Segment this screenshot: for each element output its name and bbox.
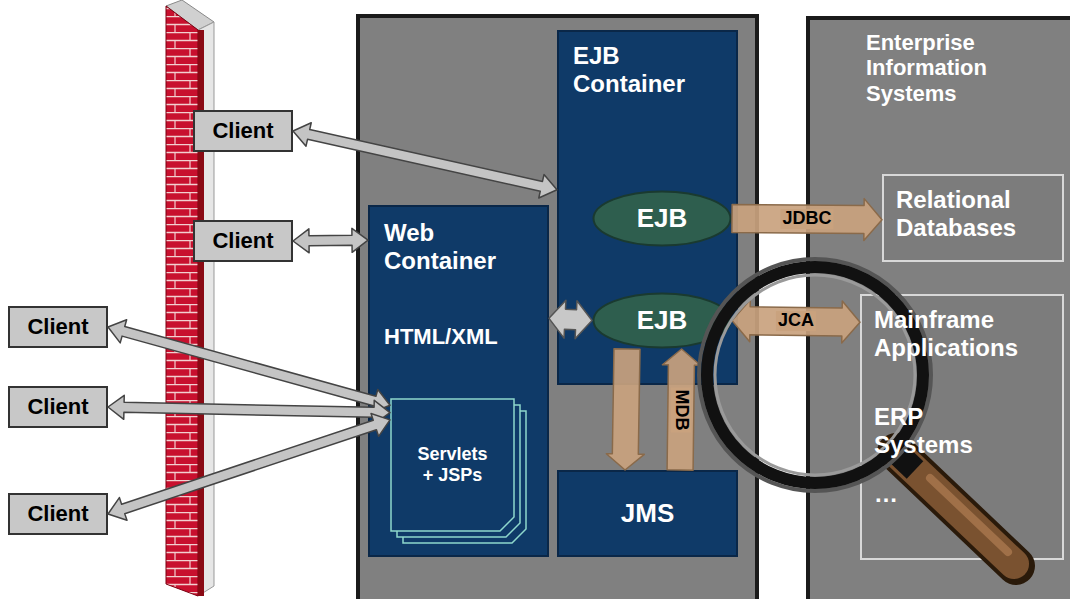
node-title: JMS bbox=[621, 499, 674, 529]
node-title: Client bbox=[27, 501, 88, 526]
oval-shape bbox=[594, 192, 731, 246]
node-title: EJB bbox=[637, 306, 688, 336]
mainframe-box: Mainframe ApplicationsERP Systems … bbox=[860, 294, 1064, 560]
ejb-container: EJB ContainerEJB EJB bbox=[557, 30, 738, 385]
magnifier-ring bbox=[707, 267, 923, 483]
magnifier-handle bbox=[900, 456, 1014, 564]
node-title: Servlets + JSPs bbox=[411, 444, 495, 485]
block-arrow bbox=[108, 414, 390, 521]
client-box: Client bbox=[8, 386, 108, 428]
node-text: ERP Systems bbox=[874, 403, 984, 458]
connector-label: MDB bbox=[671, 387, 691, 432]
oval-shape bbox=[594, 294, 731, 348]
block-arrow bbox=[108, 395, 390, 424]
servlet-pages: Servlets + JSPs bbox=[390, 398, 527, 544]
block-arrow bbox=[732, 199, 882, 241]
node-title: Web Container bbox=[384, 219, 537, 274]
web-container: Web ContainerHTML/XML Servlets + JSPs bbox=[368, 205, 549, 557]
magnifier-ring-inner bbox=[715, 275, 915, 475]
client-box: Client bbox=[8, 306, 108, 348]
client-box: Client bbox=[193, 110, 293, 152]
firewall-face bbox=[166, 6, 198, 596]
connector-label: JDBC bbox=[780, 209, 833, 229]
firewall bbox=[166, 0, 214, 596]
node-title: Enterprise Information Systems bbox=[866, 30, 1044, 106]
block-arrow bbox=[606, 349, 644, 470]
database-box: Relational Databases bbox=[882, 174, 1064, 262]
block-arrow bbox=[662, 349, 700, 470]
client-box: Client bbox=[193, 220, 293, 262]
magnifier-handle-outline bbox=[896, 452, 1016, 566]
block-arrow bbox=[549, 300, 592, 339]
node-text: … bbox=[874, 480, 898, 508]
magnifying-glass bbox=[699, 259, 1016, 566]
page-shape bbox=[391, 399, 514, 531]
node-title: Client bbox=[27, 394, 88, 419]
eis-panel: Enterprise Information SystemsRelational… bbox=[806, 16, 1070, 599]
magnifier-neck bbox=[893, 449, 915, 470]
ejb-oval: EJB bbox=[592, 190, 732, 247]
node-title: Client bbox=[212, 118, 273, 143]
block-arrow bbox=[293, 123, 557, 198]
node-title: Client bbox=[212, 228, 273, 253]
node-title: Client bbox=[27, 314, 88, 339]
client-box: Client bbox=[8, 493, 108, 535]
node-text: HTML/XML bbox=[384, 324, 498, 349]
magnifier-handle-shine bbox=[930, 478, 1008, 552]
magnifier-ring-outer bbox=[699, 259, 931, 491]
jms-box: JMS bbox=[557, 470, 738, 557]
server-panel bbox=[358, 16, 757, 599]
block-arrow bbox=[293, 228, 368, 252]
block-arrow bbox=[108, 320, 390, 413]
firewall-side bbox=[198, 22, 214, 596]
ejb-oval: EJB bbox=[592, 292, 732, 349]
node-title: Relational Databases bbox=[896, 186, 1054, 241]
node-title: EJB Container bbox=[573, 42, 726, 97]
firewall-top bbox=[166, 0, 214, 30]
node-title: Mainframe Applications bbox=[874, 306, 1054, 361]
connector-label: JCA bbox=[776, 311, 816, 331]
block-arrow bbox=[732, 300, 860, 343]
node-title: EJB bbox=[637, 204, 688, 234]
